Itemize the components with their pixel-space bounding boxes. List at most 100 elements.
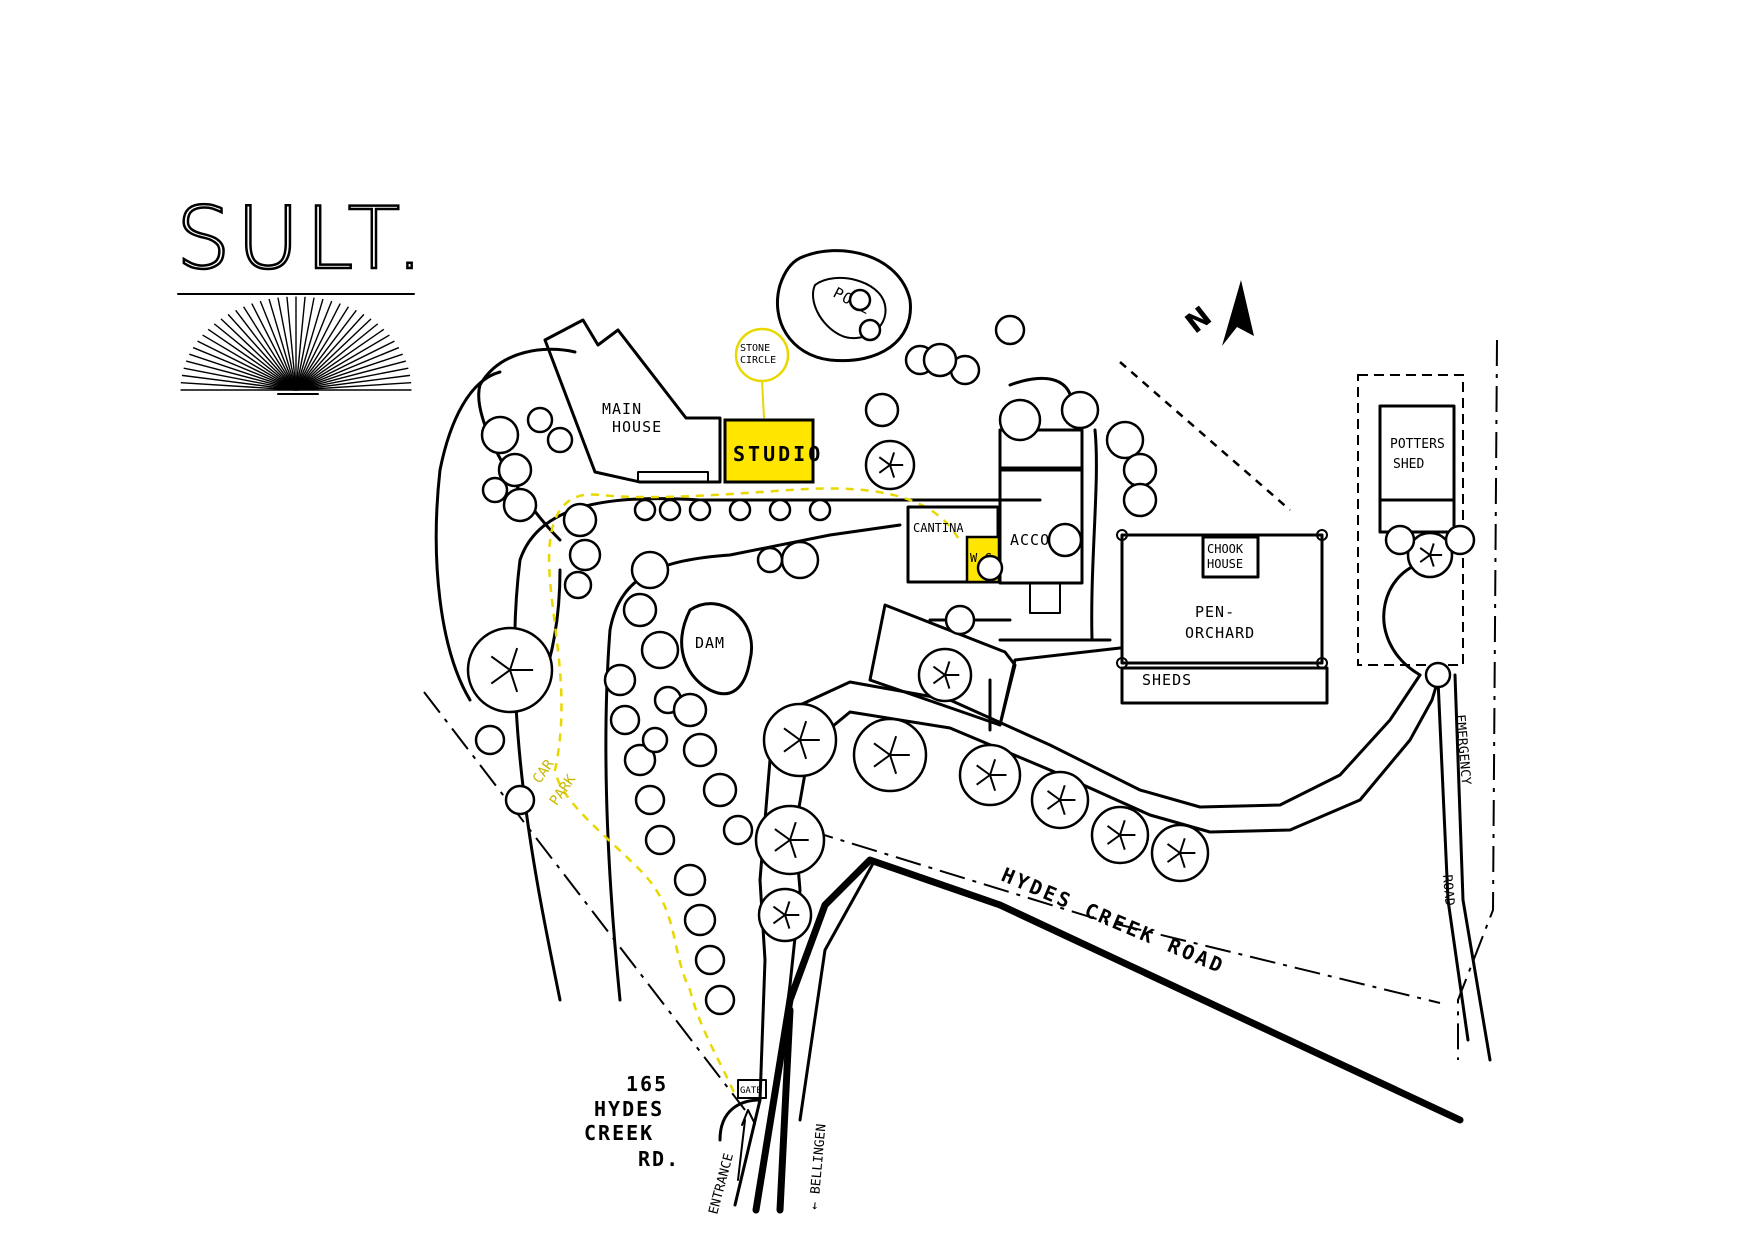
tree <box>728 498 752 522</box>
tree-mark <box>1179 838 1186 854</box>
tree-mark <box>789 839 797 859</box>
north-label: N <box>1179 300 1218 340</box>
tree <box>1424 661 1452 689</box>
tree <box>504 784 536 816</box>
tree-mark <box>889 735 898 756</box>
tree-mark <box>799 739 808 760</box>
sunburst-ray <box>295 328 385 391</box>
sunburst-ray <box>295 334 390 391</box>
sunburst-ray <box>189 353 297 391</box>
sunburst-ray <box>192 346 297 391</box>
sunburst-ray <box>202 334 297 391</box>
tree <box>633 498 657 522</box>
sunburst-ray <box>295 306 350 391</box>
tree-mark <box>784 914 791 929</box>
address-line-4: RD. <box>638 1147 680 1171</box>
main-house-label-2: HOUSE <box>612 418 662 436</box>
tree <box>630 550 670 590</box>
potters-shed: POTTERS SHED <box>1357 374 1464 666</box>
field-outlines <box>868 603 1122 727</box>
tree <box>546 426 574 454</box>
car-park: CAR PARK <box>530 756 580 808</box>
sunburst-ray <box>295 318 372 391</box>
sunburst-ray <box>295 296 306 391</box>
tree <box>644 824 676 856</box>
tree-mark <box>889 452 896 466</box>
tree <box>474 724 506 756</box>
tree <box>1444 524 1476 556</box>
tree <box>623 743 657 777</box>
tree <box>563 570 593 600</box>
main-house: MAIN HOUSE <box>543 318 722 484</box>
tree-mark <box>774 828 791 841</box>
tree-mark <box>932 665 946 676</box>
tree <box>658 498 682 522</box>
studio-label: STUDIO <box>733 442 823 466</box>
tree-mark <box>873 742 891 756</box>
sunburst-ray <box>180 381 297 391</box>
sunburst-ray <box>181 374 297 391</box>
tree-mark <box>1059 785 1066 801</box>
tree <box>481 476 509 504</box>
sunburst-ray <box>251 303 297 391</box>
tree-mark <box>944 674 951 689</box>
address-line-2: HYDES <box>594 1097 664 1121</box>
sunburst-ray <box>295 298 324 391</box>
sunburst-ray <box>197 340 297 391</box>
gate-label: GATE <box>740 1086 762 1096</box>
tree <box>622 592 658 628</box>
car-park-label-2: PARK <box>547 771 580 808</box>
tree <box>526 406 554 434</box>
sunburst-ray <box>207 328 297 391</box>
address-line-3: CREEK <box>584 1121 654 1145</box>
chook-house-label-2: HOUSE <box>1207 557 1243 571</box>
tree-mark <box>878 456 891 466</box>
potters-shed-label-2: SHED <box>1393 457 1424 472</box>
tree-mark <box>1059 799 1066 815</box>
tree-mark <box>1106 834 1121 845</box>
tree-mark <box>1429 554 1435 567</box>
tree-mark <box>1046 790 1061 801</box>
tree <box>672 692 708 728</box>
sunburst-ray <box>295 353 403 391</box>
chook-house-label-1: CHOOK <box>1207 542 1244 556</box>
sunburst-ray <box>295 313 365 391</box>
tree-mark <box>783 727 801 741</box>
tree <box>603 663 637 697</box>
tree <box>998 398 1042 442</box>
studio: STUDIO <box>723 418 823 484</box>
sunburst-ray <box>277 297 297 391</box>
car-park-label-1: CAR <box>530 756 558 786</box>
tree-mark <box>1419 554 1431 563</box>
tree-mark <box>932 674 946 685</box>
pen-orchard: CHOOK HOUSE PEN- ORCHARD SHEDS <box>1116 529 1329 705</box>
tree <box>497 452 533 488</box>
tree-mark <box>1119 820 1126 836</box>
emergency-road-label-2: ROAD <box>1439 874 1457 907</box>
tree-mark <box>783 739 801 753</box>
sunburst-ray <box>242 306 297 391</box>
sunburst-ray <box>295 300 333 391</box>
tree <box>634 784 666 816</box>
tree-mark <box>1166 843 1181 854</box>
tree <box>702 772 738 808</box>
logo-text: SULT. <box>176 189 429 289</box>
tree <box>1105 420 1145 460</box>
tree <box>502 487 538 523</box>
tree-mark <box>878 464 891 474</box>
tree <box>568 538 602 572</box>
sunburst-icon <box>180 296 412 391</box>
tree-mark <box>989 758 997 776</box>
tree <box>780 540 820 580</box>
sunburst-ray <box>220 318 297 391</box>
tree <box>922 342 958 378</box>
sunburst-ray <box>295 381 412 391</box>
tree <box>609 704 641 736</box>
tree <box>944 604 976 636</box>
stone-circle: STONE CIRCLE <box>734 327 790 419</box>
bellingen-label: ← BELLINGEN <box>807 1123 829 1210</box>
tree-mark <box>1166 852 1181 863</box>
tree <box>1060 390 1100 430</box>
tree-mark <box>989 774 997 792</box>
